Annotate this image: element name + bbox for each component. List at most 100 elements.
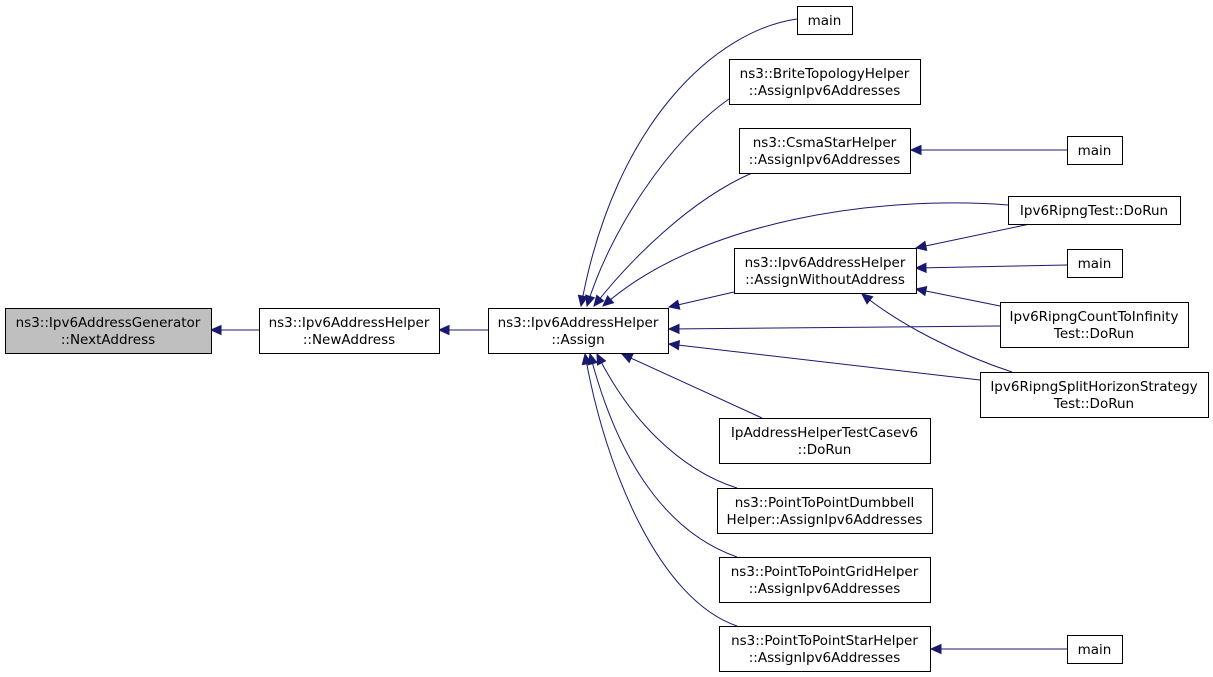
node-label: ::AssignIpv6Addresses	[749, 152, 901, 168]
node-nextaddress[interactable]: ns3::Ipv6AddressGenerator::NextAddress	[5, 308, 212, 354]
node-label: ns3::PointToPointDumbbell	[735, 495, 915, 511]
edge-main4-to-star	[929, 643, 1067, 655]
edge-main3-to-withoutaddr	[914, 262, 1068, 274]
edge-brite-to-assign	[585, 98, 730, 308]
arrowhead	[437, 324, 450, 336]
node-label: main	[1078, 143, 1112, 159]
node-main2[interactable]: main	[1067, 136, 1123, 165]
node-grid[interactable]: ns3::PointToPointGridHelper::AssignIpv6A…	[719, 557, 931, 603]
node-label: ns3::Ipv6AddressHelper	[498, 315, 659, 331]
arrowhead	[914, 240, 928, 251]
node-label: main	[1078, 256, 1112, 272]
arrowhead	[914, 262, 927, 274]
node-label: Test::DoRun	[1053, 396, 1134, 412]
edge-line	[589, 353, 738, 558]
node-box	[719, 557, 931, 603]
node-brite[interactable]: ns3::BriteTopologyHelper::AssignIpv6Addr…	[729, 59, 921, 105]
node-box	[1000, 302, 1189, 348]
node-box	[259, 308, 440, 354]
node-main3[interactable]: main	[1067, 249, 1123, 278]
edge-iphelpertest-to-assign	[620, 353, 763, 419]
node-label: Test::DoRun	[1053, 326, 1134, 342]
node-label: ::DoRun	[798, 442, 852, 458]
node-box	[488, 308, 669, 354]
edge-assign-to-newaddress	[437, 324, 488, 336]
arrowhead	[914, 285, 928, 297]
edge-csma-to-assign	[593, 172, 753, 307]
node-label: Ipv6RipngSplitHorizonStrategy	[990, 379, 1197, 395]
edge-main2-to-csma	[909, 144, 1067, 156]
node-csma[interactable]: ns3::CsmaStarHelper::AssignIpv6Addresses	[739, 128, 911, 174]
edge-line	[602, 202, 1009, 307]
node-label: ::NewAddress	[303, 332, 395, 348]
node-label: ns3::Ipv6AddressHelper	[745, 255, 906, 271]
arrowhead	[585, 294, 596, 308]
edge-ripngtest-to-assign	[602, 202, 1009, 307]
node-label: ::AssignWithoutAddress	[745, 272, 905, 288]
edge-line	[915, 223, 1031, 249]
arrowhead	[909, 144, 922, 156]
node-box	[1008, 196, 1181, 225]
node-box	[719, 418, 931, 464]
arrowhead	[929, 643, 942, 655]
arrowhead	[596, 352, 607, 366]
node-assign[interactable]: ns3::Ipv6AddressHelper::Assign	[488, 308, 669, 354]
edge-splithorizon-to-withoutaddr	[861, 293, 1013, 373]
node-label: ::AssignIpv6Addresses	[749, 650, 901, 666]
edge-line	[915, 288, 1001, 307]
node-box	[1067, 635, 1123, 664]
arrowhead	[620, 353, 634, 364]
node-box	[797, 6, 853, 35]
node-label: Helper::AssignIpv6Addresses	[727, 512, 923, 528]
edge-line	[596, 353, 738, 489]
edge-line	[668, 343, 981, 381]
node-ripngtest[interactable]: Ipv6RipngTest::DoRun	[1008, 196, 1181, 225]
node-iphelpertest[interactable]: IpAddressHelperTestCasev6::DoRun	[719, 418, 931, 464]
node-dumbbell[interactable]: ns3::PointToPointDumbbellHelper::AssignI…	[717, 488, 933, 534]
node-star[interactable]: ns3::PointToPointStarHelper::AssignIpv6A…	[719, 626, 931, 672]
arrowhead	[861, 293, 874, 305]
node-box	[5, 308, 212, 354]
edge-line	[668, 325, 1001, 330]
node-box	[729, 59, 921, 105]
edge-line	[593, 172, 753, 307]
node-label: ns3::PointToPointGridHelper	[731, 564, 919, 580]
node-box	[1067, 136, 1123, 165]
node-box	[1067, 249, 1123, 278]
edge-line	[621, 353, 763, 419]
edge-dumbbell-to-assign	[596, 352, 738, 489]
arrowhead	[667, 299, 681, 310]
node-label: ns3::CsmaStarHelper	[753, 135, 897, 151]
node-label: IpAddressHelperTestCasev6	[731, 425, 918, 441]
arrowhead	[209, 324, 222, 336]
arrowhead	[602, 295, 615, 307]
node-label: Ipv6RipngTest::DoRun	[1020, 203, 1168, 219]
edge-line	[861, 293, 1013, 373]
arrowhead	[667, 339, 681, 351]
edge-withoutaddr-to-assign	[667, 291, 735, 310]
edge-line	[668, 291, 735, 308]
edge-ripngtest-to-withoutaddr	[914, 223, 1031, 251]
node-main4[interactable]: main	[1067, 635, 1123, 664]
edge-counttoinf-to-assign	[667, 323, 1001, 335]
node-withoutaddr[interactable]: ns3::Ipv6AddressHelper::AssignWithoutAdd…	[734, 248, 917, 294]
edge-counttoinf-to-withoutaddr	[914, 285, 1001, 307]
node-box	[739, 128, 911, 174]
edge-line	[584, 353, 738, 627]
edge-newaddress-to-nextaddress	[209, 324, 259, 336]
edge-line	[915, 264, 1068, 269]
arrowhead	[577, 294, 589, 308]
edge-main1-to-assign	[577, 18, 798, 308]
edge-line	[580, 18, 798, 307]
edge-splithorizon-to-assign	[667, 339, 981, 381]
node-main1[interactable]: main	[797, 6, 853, 35]
edge-star-to-assign	[581, 352, 738, 627]
node-label: ns3::Ipv6AddressGenerator	[16, 315, 201, 331]
node-newaddress[interactable]: ns3::Ipv6AddressHelper::NewAddress	[259, 308, 440, 354]
edges-layer	[209, 18, 1068, 655]
node-box	[980, 372, 1209, 418]
node-box	[719, 626, 931, 672]
